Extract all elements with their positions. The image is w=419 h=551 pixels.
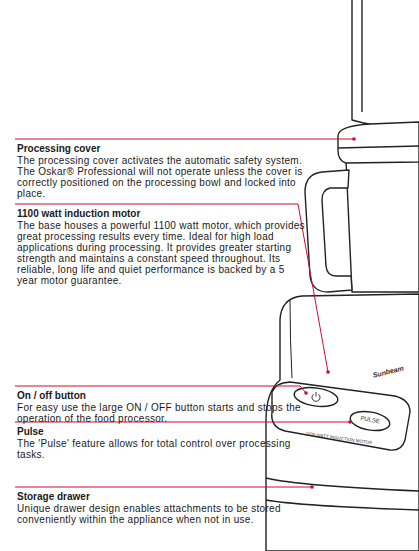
callout-heading: On / off button — [17, 390, 307, 401]
callout-text: The 'Pulse' feature allows for total con… — [17, 438, 307, 460]
leader-line — [15, 139, 354, 140]
processing-cover — [338, 122, 419, 163]
feed-tube — [352, 0, 419, 127]
callout-heading: Storage drawer — [17, 491, 307, 502]
processing-bowl — [346, 160, 419, 292]
callout-text: For easy use the large ON / OFF button s… — [17, 402, 307, 424]
leader-line — [15, 204, 328, 372]
feed-tube-inner — [361, 0, 362, 112]
leader-dot — [348, 420, 352, 424]
power-icon-bar — [316, 392, 317, 397]
storage-drawer-bottom — [266, 500, 419, 510]
leader-dot — [310, 485, 314, 489]
callout-text: The base houses a powerful 1100 watt mot… — [17, 220, 307, 286]
cover-rim — [338, 146, 419, 148]
callout-heading: Pulse — [17, 426, 307, 437]
bowl-handle — [305, 170, 352, 292]
leader-line — [15, 487, 312, 488]
callout-heading: 1100 watt induction motor — [17, 208, 307, 219]
base-edge — [290, 300, 292, 378]
leader-dot — [352, 137, 356, 141]
callout-heading: Processing cover — [17, 143, 307, 154]
leader-dot — [304, 391, 308, 395]
leader-dot — [326, 370, 330, 374]
callout-text: Unique drawer design enables attachments… — [17, 503, 307, 525]
pulse-button — [349, 409, 392, 434]
control-panel — [272, 382, 410, 450]
storage-drawer-top — [266, 478, 419, 491]
callout-text: The processing cover activates the autom… — [17, 155, 307, 199]
